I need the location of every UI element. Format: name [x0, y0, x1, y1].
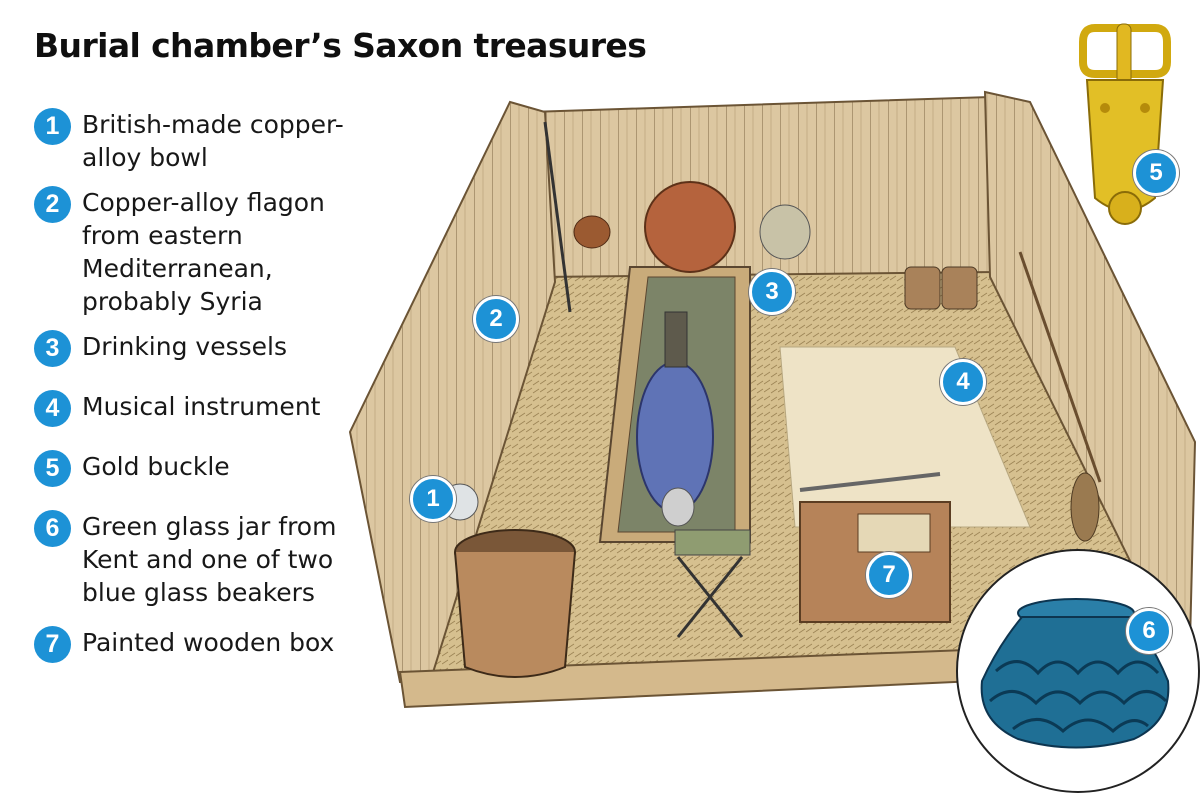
marker-1: 1	[410, 476, 456, 522]
bucket	[454, 551, 576, 678]
legend-item-1: 1 British-made copper-alloy bowl	[34, 108, 379, 174]
barrel-right	[941, 266, 978, 310]
spear	[543, 121, 572, 313]
painted-box	[857, 513, 931, 553]
head-figure	[661, 487, 695, 527]
glass-jar-inset	[956, 549, 1200, 793]
cauldron	[644, 181, 736, 273]
stool-leg	[676, 556, 744, 638]
legend-item-4: 4 Musical instrument	[34, 390, 379, 427]
legend-number-3: 3	[34, 330, 71, 367]
legend-item-3: 3 Drinking vessels	[34, 330, 379, 367]
legend-text-7: Painted wooden box	[82, 628, 335, 657]
burial-chamber-illustration	[348, 90, 1197, 709]
back-wall	[528, 95, 997, 279]
glass-jar-image	[980, 598, 1170, 749]
marker-7: 7	[866, 552, 912, 598]
small-pot	[573, 215, 611, 249]
sword	[799, 472, 941, 492]
chart-title: Burial chamber’s Saxon treasures	[34, 26, 647, 65]
marker-2: 2	[473, 296, 519, 342]
legend-list: 1 British-made copper-alloy bowl 2 Coppe…	[34, 108, 379, 663]
legend-item-2: 2 Copper-alloy flagon from eastern Medit…	[34, 186, 379, 318]
legend-number-1: 1	[34, 108, 71, 145]
spear	[1018, 251, 1102, 483]
marker-4: 4	[940, 359, 986, 405]
marker-5: 5	[1133, 150, 1179, 196]
legend-item-6: 6 Green glass jar from Kent and one of t…	[34, 510, 379, 609]
legend-number-6: 6	[34, 510, 71, 547]
marker-6: 6	[1126, 608, 1172, 654]
legend-text-4: Musical instrument	[82, 392, 321, 421]
legend-number-2: 2	[34, 186, 71, 223]
shield	[1070, 472, 1100, 542]
stool-seat	[674, 529, 751, 556]
legend-item-7: 7 Painted wooden box	[34, 626, 379, 663]
marker-3: 3	[749, 269, 795, 315]
pot	[759, 204, 811, 260]
legs-figure	[664, 311, 688, 368]
barrel-left	[904, 266, 941, 310]
legend-text-5: Gold buckle	[82, 452, 230, 481]
legend-text-3: Drinking vessels	[82, 332, 287, 361]
legend-number-4: 4	[34, 390, 71, 427]
legend-number-5: 5	[34, 450, 71, 487]
legend-item-5: 5 Gold buckle	[34, 450, 379, 487]
legend-number-7: 7	[34, 626, 71, 663]
legend-text-2: Copper-alloy flagon from eastern Mediter…	[82, 188, 325, 316]
gold-buckle-image	[1079, 23, 1171, 225]
legend-text-6: Green glass jar from Kent and one of two…	[82, 512, 337, 607]
legend-text-1: British-made copper-alloy bowl	[82, 110, 344, 172]
